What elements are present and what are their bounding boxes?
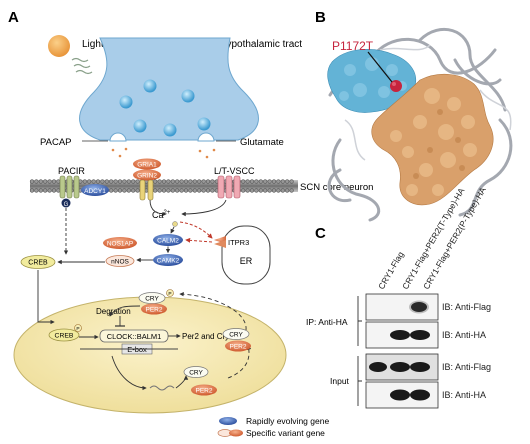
pacir-label: PACIR	[58, 166, 85, 176]
nuclear-creb-phospho	[74, 324, 82, 332]
tract-label: Retinohypothalamic tract	[192, 39, 302, 50]
blot-label-2: IB: Anti-HA	[442, 330, 486, 340]
ip-label: IP: Anti-HA	[306, 317, 348, 327]
per2-oval-bottom	[191, 384, 217, 396]
nuclear-creb-label: CREB	[55, 333, 74, 340]
itpr3-to-calm-arrow	[185, 237, 213, 243]
ca-to-calm-arrow	[170, 226, 175, 234]
cry-oval-top	[138, 292, 166, 304]
blot-ip-flag	[365, 293, 439, 321]
g-protein-label: G	[64, 202, 69, 208]
pacir-receptor	[59, 175, 80, 199]
phospho-top	[166, 289, 174, 297]
clock-bmal-label: CLOCK::BALM1	[107, 332, 162, 341]
gria1-label: GRIA1	[137, 162, 157, 169]
ca-to-itpr3-arrow	[179, 221, 213, 239]
calcium-ion	[172, 221, 178, 227]
legend-variant-label: Specific variant gene	[246, 428, 325, 438]
glutamate-label: Glutamate	[240, 137, 284, 148]
legend-rapid-label: Rapidly evolving gene	[246, 416, 329, 426]
vscc-to-ca-arrow	[181, 199, 227, 217]
input-label: Input	[330, 376, 350, 386]
cry-label-top: CRY	[145, 296, 159, 303]
presynaptic-terminal	[79, 37, 259, 141]
vscc-label: L/T-VSCC	[214, 166, 255, 176]
scn-core-neuron-label: SCN core neuron	[300, 182, 373, 193]
panel-a-label: A	[8, 9, 19, 26]
er-label: ER	[240, 256, 253, 266]
pacap-label: PACAP	[40, 137, 72, 148]
blot-ip-ha	[365, 321, 439, 349]
mrna-arrow	[111, 355, 147, 391]
adcy1-label: ADCY1	[84, 188, 106, 195]
calcium-label: Ca2+	[152, 210, 171, 220]
per2-cry-label: Per2 and Cry	[182, 332, 229, 341]
phospho-top-label: P	[168, 291, 171, 297]
cry-label-right: CRY	[229, 332, 243, 339]
blot-label-1: IB: Anti-Flag	[442, 302, 491, 312]
g-protein	[61, 198, 71, 208]
grin2-label: GRIN2	[137, 173, 157, 180]
feedback-cycle-right	[179, 291, 247, 331]
calm2-label: CALM2	[157, 238, 179, 245]
creb-label: CREB	[28, 260, 48, 267]
light-rays-icon	[71, 57, 93, 75]
feedback-cycle-bottom	[227, 345, 252, 379]
mrna-icon	[149, 385, 175, 391]
nos1ap-label: NOS1AP	[107, 241, 133, 248]
protein-structure	[327, 27, 513, 222]
nucleus	[13, 296, 287, 414]
creb-to-nucleus-arrow	[37, 270, 55, 325]
panel-b-label: B	[315, 9, 326, 26]
calm2-oval	[153, 234, 183, 246]
blot-label-4: IB: Anti-HA	[442, 390, 486, 400]
mutation-label: P1172T	[332, 39, 374, 53]
nuclear-creb-oval	[48, 328, 80, 342]
per2-oval-right	[225, 340, 251, 352]
adcy1-oval	[81, 184, 109, 196]
per2-label-right: PER2	[230, 344, 247, 351]
er-compartment	[221, 225, 271, 285]
itpr3-label: ITPR3	[228, 238, 249, 247]
per2-oval-top	[141, 303, 167, 315]
itpr3-channel	[214, 236, 226, 248]
nnos-oval	[105, 255, 135, 267]
release-sites	[109, 132, 215, 142]
per2-label-top: PER2	[146, 307, 163, 314]
translation-arrow	[175, 375, 189, 389]
blot-label-3: IB: Anti-Flag	[442, 362, 491, 372]
blot-input-flag	[365, 353, 439, 381]
synaptic-vesicles	[119, 79, 211, 137]
gria1-oval	[133, 158, 161, 170]
neurotransmitter-dots	[111, 147, 216, 159]
light-label: Light	[82, 39, 104, 50]
calcium-influx-arrow	[149, 199, 167, 217]
vscc-channel	[217, 175, 241, 199]
nuclear-creb-phospho-label: P	[76, 326, 79, 332]
cry-oval-bottom	[183, 366, 209, 378]
grin2-oval	[133, 169, 161, 181]
glutamate-receptor	[139, 179, 154, 201]
panel-c-label: C	[315, 225, 326, 242]
sun-icon	[48, 35, 70, 57]
cry-oval-right	[222, 328, 250, 340]
creb-oval	[20, 255, 56, 269]
cry-label-bottom: CRY	[189, 370, 203, 377]
mutation-pointer	[367, 51, 393, 83]
camk2-label: CAMK2	[157, 258, 180, 265]
camk2-oval	[153, 254, 183, 266]
per2-label-bottom: PER2	[196, 388, 213, 395]
legend-variant-icon-2	[229, 429, 243, 437]
legend-rapid-icon	[219, 417, 237, 425]
degration-arrow	[109, 305, 141, 317]
input-bracket	[357, 356, 362, 406]
nnos-label: nNOS	[111, 259, 129, 266]
blot-input-ha	[365, 381, 439, 409]
nos1ap-oval	[103, 237, 137, 249]
ip-bracket	[357, 296, 362, 346]
